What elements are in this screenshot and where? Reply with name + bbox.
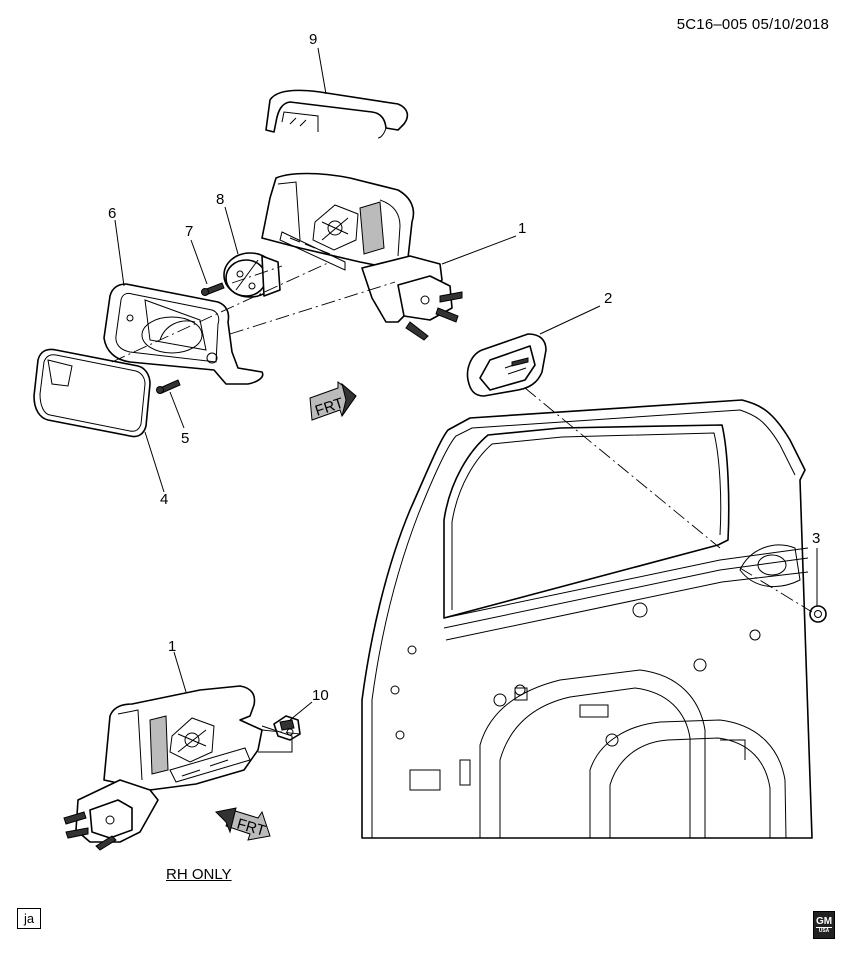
gm-logo-main: GM (815, 915, 833, 928)
callout-8: 8 (216, 191, 224, 208)
part-1-mirror-housing-lower (63, 685, 263, 851)
callout-4: 4 (160, 491, 168, 508)
callout-2: 2 (604, 290, 612, 307)
part-1-mirror-housing-upper (261, 172, 463, 341)
alignment-lines (111, 261, 813, 735)
part-9-mirror-cover (265, 89, 409, 139)
part-6-mirror-frame (103, 283, 264, 385)
part-10-connector (273, 715, 301, 741)
frt-arrow-lower: FRT (214, 807, 271, 841)
callout-7: 7 (185, 223, 193, 240)
part-5-screw (156, 379, 181, 394)
callout-9: 9 (309, 31, 317, 48)
part-4-mirror-glass (33, 348, 151, 438)
front-door-frame (361, 399, 813, 839)
part-7-screw (201, 282, 225, 296)
diagram-code: 5C16–005 05/10/2018 (676, 16, 829, 33)
callout-5: 5 (181, 430, 189, 447)
callout-1-upper: 1 (518, 220, 526, 237)
part-3-nut (809, 605, 827, 623)
gm-logo-sub: USA (818, 927, 830, 934)
frt-arrow-upper: FRT (309, 380, 357, 421)
part-8-actuator (223, 252, 281, 298)
callout-numbers: 9 8 7 6 1 2 5 4 3 1 10 (108, 31, 820, 704)
callout-leaders (114, 47, 818, 753)
rh-only-note: RH ONLY (166, 866, 232, 883)
gm-logo: GM USA (813, 911, 835, 939)
callout-6: 6 (108, 205, 116, 222)
callout-1-lower: 1 (168, 638, 176, 655)
code-box: ja (17, 908, 41, 929)
callout-10: 10 (312, 687, 329, 704)
callout-3: 3 (812, 530, 820, 547)
part-2-gasket (466, 333, 547, 397)
